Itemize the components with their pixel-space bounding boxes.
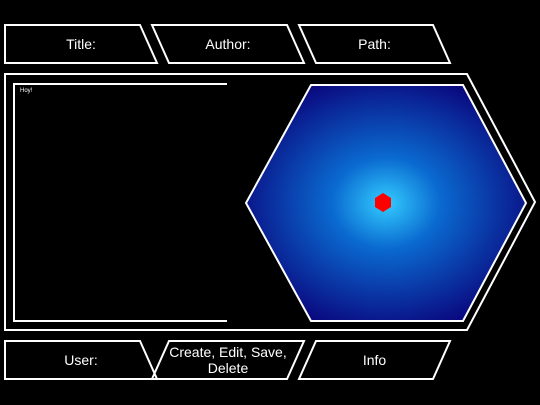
main-panel-inner xyxy=(13,83,227,322)
user-field[interactable] xyxy=(4,340,159,380)
info-button[interactable] xyxy=(297,340,452,380)
main-panel-outer xyxy=(4,73,537,331)
path-field[interactable] xyxy=(297,24,452,64)
actions-field[interactable] xyxy=(150,340,306,380)
red-hexagon-marker[interactable] xyxy=(375,193,391,212)
note-text: Hoy! xyxy=(20,88,33,94)
title-field[interactable] xyxy=(4,24,159,64)
author-field[interactable] xyxy=(150,24,306,64)
